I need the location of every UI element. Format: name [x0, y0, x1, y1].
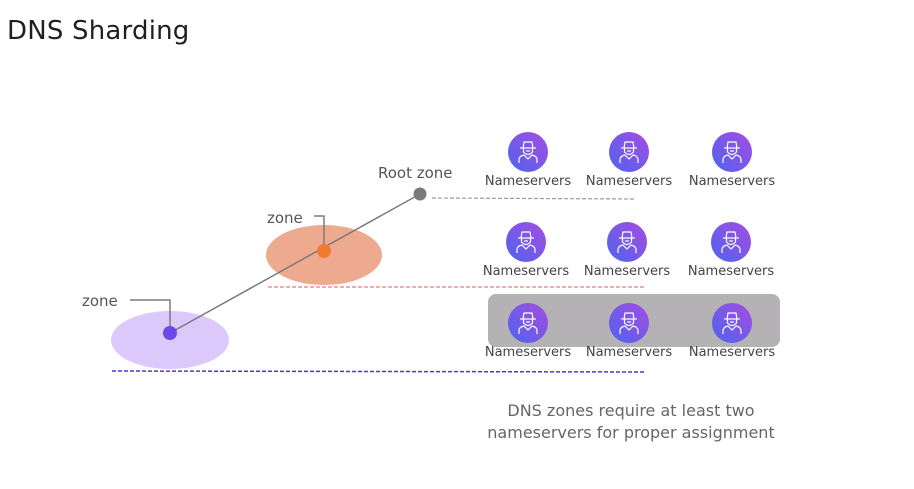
caption-line-2: nameservers for proper assignment: [487, 423, 775, 442]
nameserver-icon: [712, 132, 752, 172]
page-title: DNS Sharding: [7, 16, 190, 46]
nameserver-group: Nameservers: [579, 303, 679, 365]
root-zone-label: Root zone: [378, 164, 453, 182]
mid-zone-dot: [317, 244, 331, 258]
low-zone-dashed-line: [111, 370, 646, 373]
nameserver-icon: [609, 132, 649, 172]
nameserver-label: Nameservers: [688, 345, 776, 360]
root-zone-dashed-line: [431, 197, 637, 200]
nameserver-group: Nameservers: [577, 222, 677, 284]
nameserver-label: Nameservers: [583, 264, 671, 279]
nameserver-icon: [609, 303, 649, 343]
nameserver-group: Nameservers: [476, 222, 576, 284]
low-zone-leader: [130, 299, 171, 332]
nameserver-label: Nameservers: [484, 345, 572, 360]
nameserver-icon: [711, 222, 751, 262]
nameserver-group: Nameservers: [478, 132, 578, 194]
nameserver-label: Nameservers: [585, 174, 673, 189]
nameserver-icon: [508, 303, 548, 343]
mid-zone-leader: [314, 215, 325, 250]
nameserver-label: Nameservers: [484, 174, 572, 189]
caption-line-1: DNS zones require at least two: [507, 401, 755, 420]
nameserver-group: Nameservers: [682, 303, 782, 365]
nameserver-group: Nameservers: [682, 132, 782, 194]
nameserver-label: Nameservers: [482, 264, 570, 279]
root-zone-dot: [413, 187, 427, 201]
nameserver-icon: [506, 222, 546, 262]
nameserver-label: Nameservers: [687, 264, 775, 279]
nameserver-icon: [712, 303, 752, 343]
nameserver-label: Nameservers: [585, 345, 673, 360]
nameserver-label: Nameservers: [688, 174, 776, 189]
nameserver-group: Nameservers: [579, 132, 679, 194]
nameserver-icon: [607, 222, 647, 262]
low-zone-label: zone: [82, 292, 118, 310]
nameserver-group: Nameservers: [478, 303, 578, 365]
diagram-caption: DNS zones require at least two nameserve…: [470, 400, 792, 444]
nameserver-group: Nameservers: [681, 222, 781, 284]
mid-zone-label: zone: [267, 209, 303, 227]
nameserver-icon: [508, 132, 548, 172]
zone-connector-line: [169, 193, 421, 334]
low-zone-dot: [163, 326, 177, 340]
